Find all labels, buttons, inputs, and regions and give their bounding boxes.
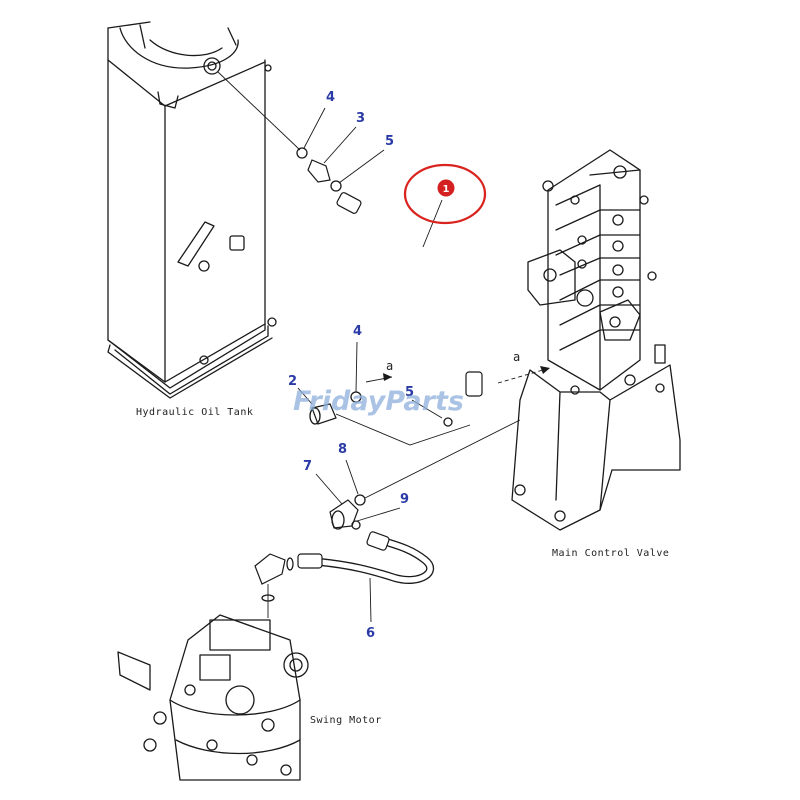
- connection-arrow-a-left: [365, 373, 393, 383]
- valve-caption: Main Control Valve: [552, 548, 669, 559]
- hose-assembly-6: [297, 531, 435, 584]
- fridayparts-watermark: FridayParts: [293, 386, 464, 417]
- callout-5-middle: 5: [405, 385, 414, 400]
- callout-1: 1: [443, 184, 450, 195]
- callout-2: 2: [288, 374, 297, 389]
- swing-motor: [117, 614, 309, 781]
- callout-4-top: 4: [326, 90, 335, 105]
- motor-caption: Swing Motor: [310, 715, 382, 726]
- connection-arrow-a-right: [497, 366, 551, 384]
- callout-3: 3: [356, 111, 365, 126]
- fittings-lower: [329, 419, 521, 530]
- main-control-valve: [511, 149, 681, 531]
- hydraulic-oil-tank: [107, 21, 277, 399]
- callout-5-top: 5: [385, 134, 394, 149]
- arrow-label-a-left: a: [386, 359, 393, 373]
- callout-9: 9: [400, 492, 409, 507]
- hose-assembly-1: [336, 192, 483, 397]
- callout-6: 6: [366, 626, 375, 641]
- tank-caption: Hydraulic Oil Tank: [136, 407, 253, 418]
- callout-7: 7: [303, 459, 312, 474]
- callout-8: 8: [338, 442, 347, 457]
- part-1-highlight: 1: [403, 163, 487, 225]
- fittings-top: [217, 71, 342, 192]
- callout-4-middle: 4: [353, 324, 362, 339]
- arrow-label-a-right: a: [513, 350, 520, 364]
- elbow-fitting-motor: [254, 553, 294, 618]
